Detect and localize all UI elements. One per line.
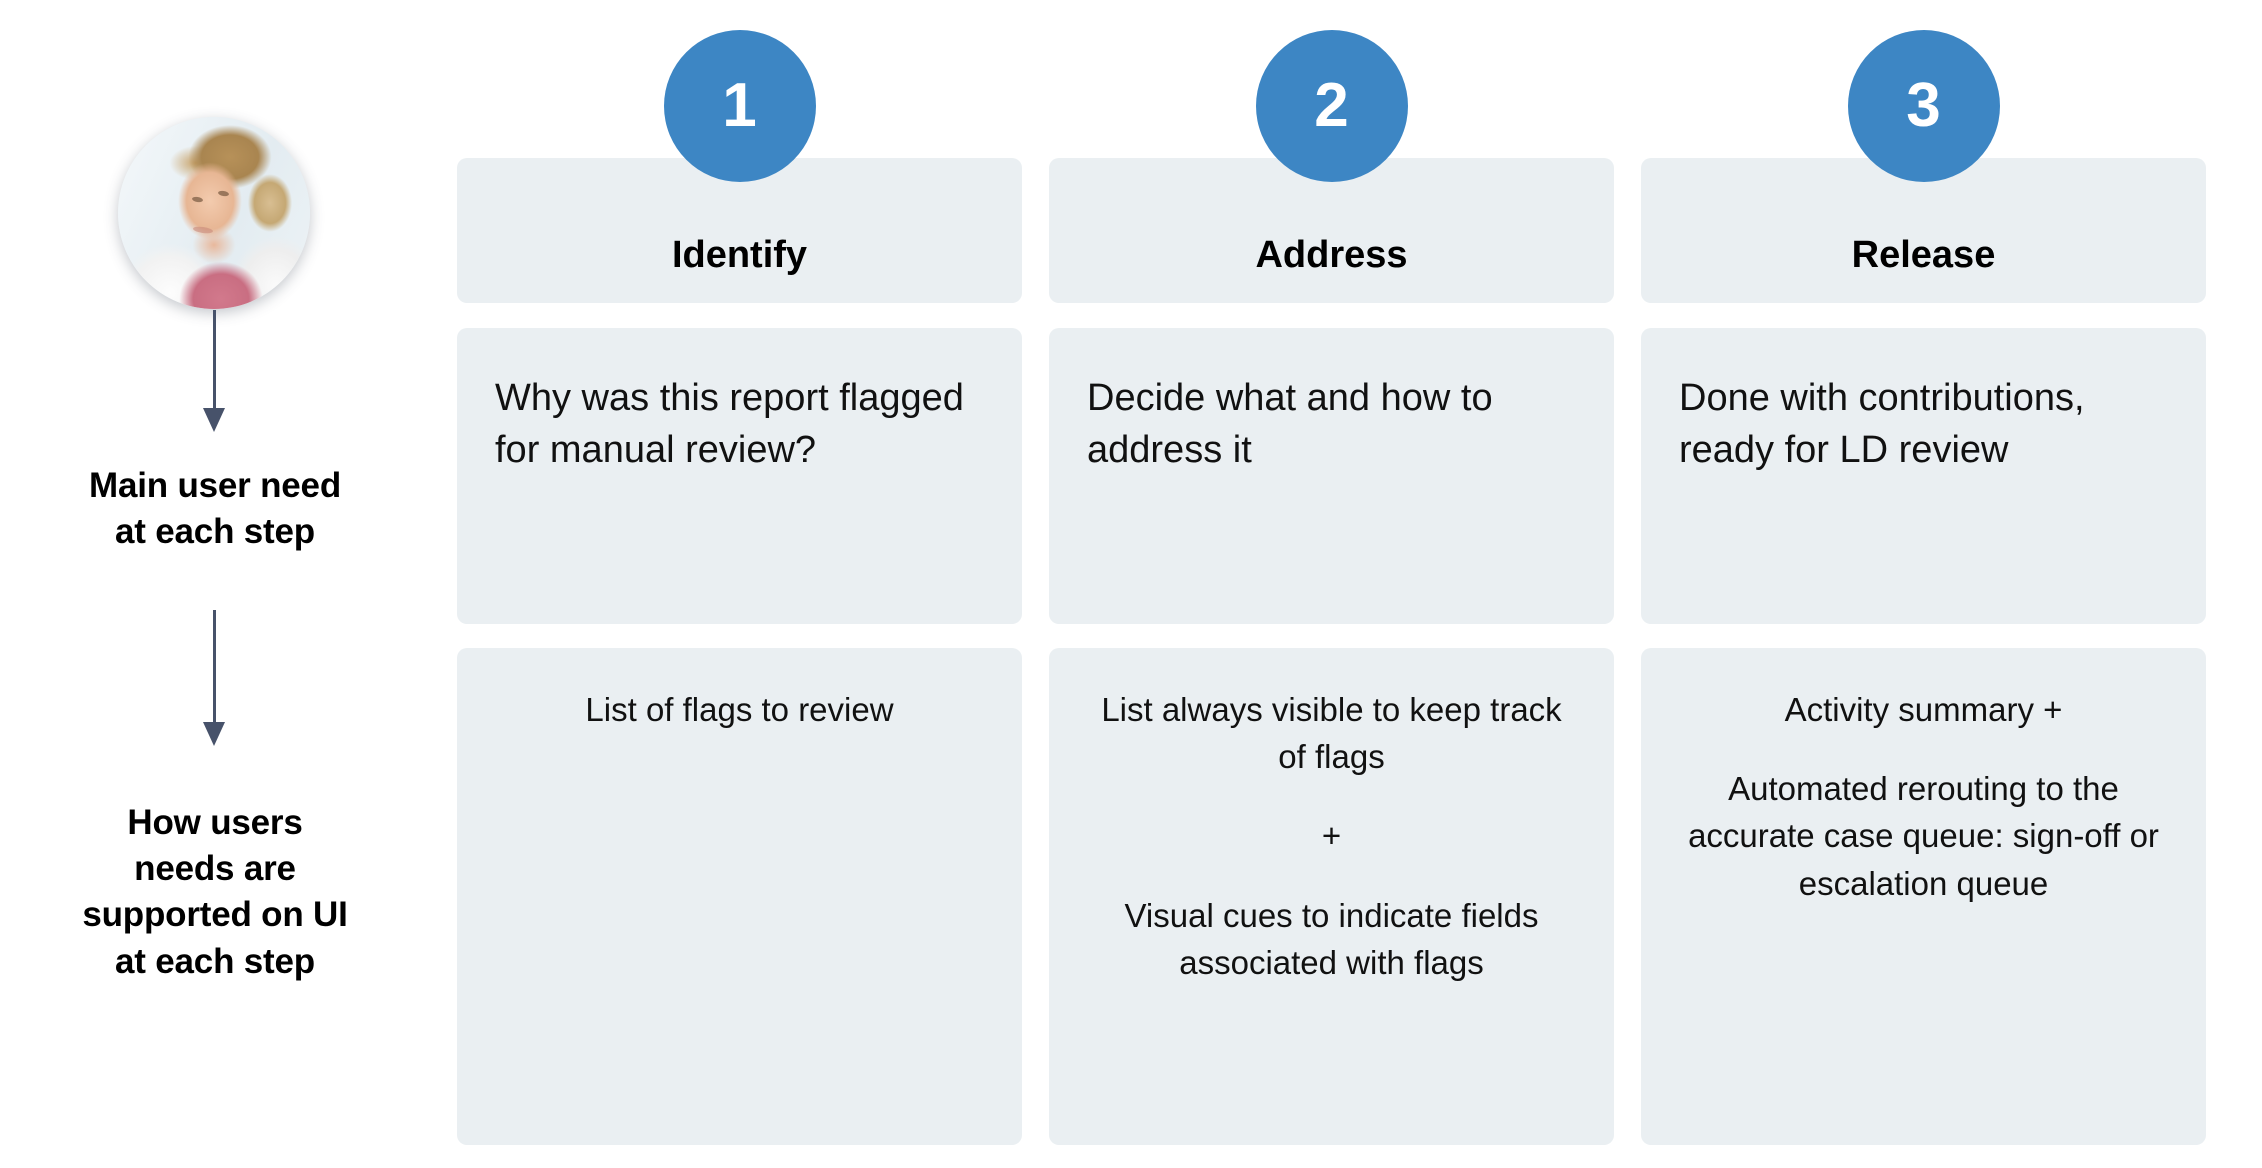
steps-grid: 1 Identify Why was this report flagged f… — [457, 0, 2262, 1168]
arrow-head — [203, 722, 225, 746]
step-title-address: Address — [1255, 234, 1408, 276]
step-badge-3: 3 — [1847, 30, 2000, 182]
step-column-release: 3 Release Done with contributions, ready… — [1641, 0, 2206, 1168]
support-paragraph: Activity summary + — [1784, 691, 2063, 728]
user-need-text-3: Done with contributions, ready for LD re… — [1679, 377, 2085, 472]
user-need-text-2: Decide what and how to address it — [1087, 377, 1493, 472]
support-paragraph: List always visible to keep track of fla… — [1101, 691, 1562, 776]
step-badge-2: 2 — [1255, 30, 1408, 182]
ui-support-card-3: Activity summary + Automated rerouting to… — [1641, 648, 2206, 1145]
avatar — [118, 117, 310, 309]
arrow-stem — [213, 310, 216, 408]
support-paragraph: Visual cues to indicate fields associate… — [1124, 896, 1539, 981]
arrow-head — [203, 408, 225, 432]
step-badge-1: 1 — [663, 30, 816, 182]
arrow-stem — [213, 610, 216, 722]
step-header-card-3: Release — [1641, 158, 2206, 303]
ui-support-card-1: List of flags to review — [457, 648, 1022, 1145]
step-column-address: 2 Address Decide what and how to address… — [1049, 0, 1614, 1168]
user-need-text-1: Why was this report flagged for manual r… — [495, 377, 964, 472]
step-header-card-1: Identify — [457, 158, 1022, 303]
step-title-identify: Identify — [671, 234, 808, 276]
step-title-release: Release — [1851, 234, 1996, 276]
support-paragraph: List of flags to review — [585, 691, 894, 728]
step-header-card-2: Address — [1049, 158, 1614, 303]
user-need-card-2: Decide what and how to address it — [1049, 328, 1614, 624]
user-need-card-3: Done with contributions, ready for LD re… — [1641, 328, 2206, 624]
step-column-identify: 1 Identify Why was this report flagged f… — [457, 0, 1022, 1168]
support-separator: + — [1321, 817, 1342, 855]
avatar-photo — [118, 117, 310, 309]
support-paragraph: Automated rerouting to the accurate case… — [1688, 770, 2159, 902]
user-need-card-1: Why was this report flagged for manual r… — [457, 328, 1022, 624]
ui-support-card-2: List always visible to keep track of fla… — [1049, 648, 1614, 1145]
